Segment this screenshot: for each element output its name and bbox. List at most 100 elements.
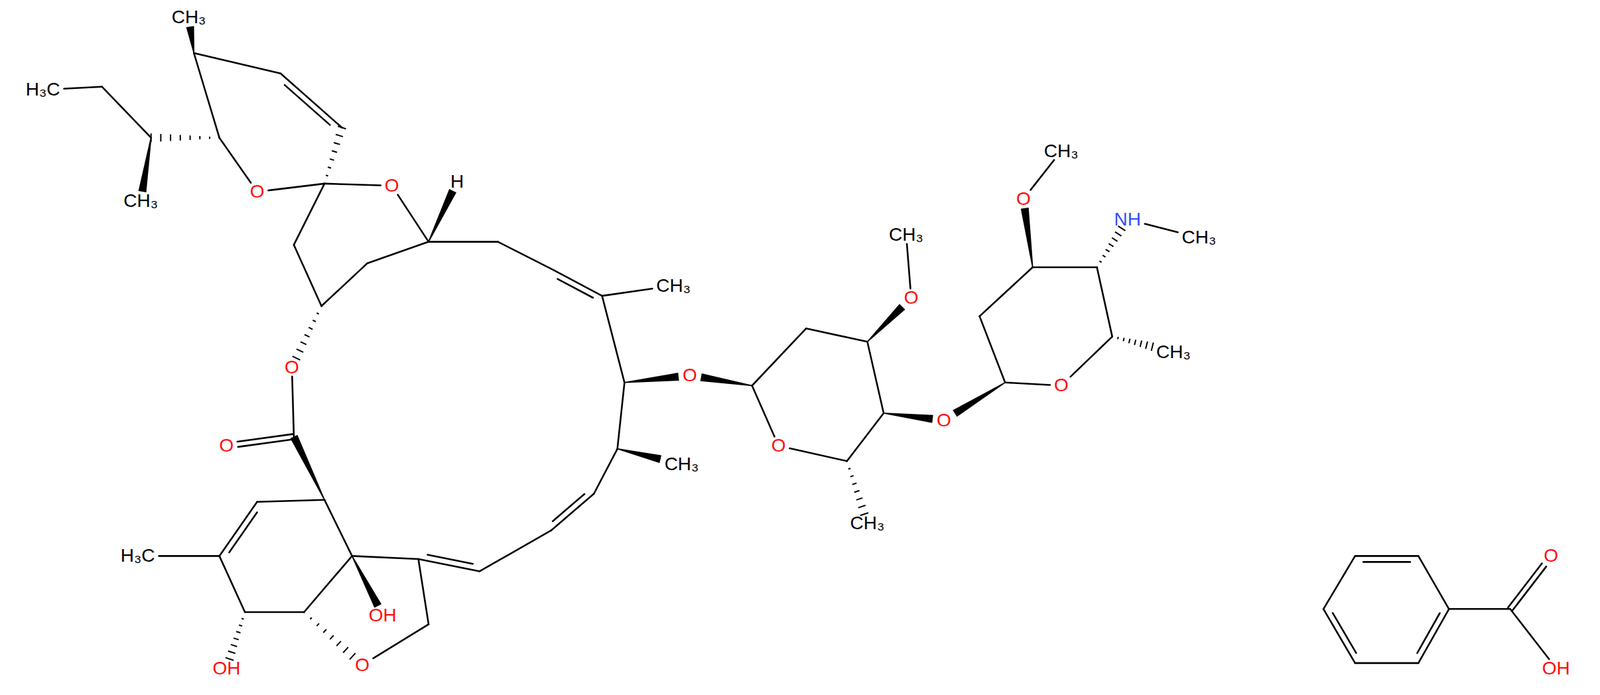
bond xyxy=(293,244,322,306)
hash-bond xyxy=(300,341,307,345)
bond xyxy=(790,448,848,462)
hash-bond xyxy=(208,136,211,140)
bond xyxy=(1416,613,1440,654)
hash-bond xyxy=(228,651,236,655)
bond xyxy=(324,500,353,557)
hash-bond xyxy=(312,320,316,322)
wedge-bond xyxy=(883,412,934,424)
hash-bond xyxy=(241,618,244,620)
bond xyxy=(1418,608,1449,664)
bond xyxy=(1448,608,1510,611)
bond xyxy=(229,512,258,553)
hash-bond xyxy=(296,348,304,353)
wedge-bond xyxy=(290,435,326,501)
hash-bond xyxy=(1134,339,1136,345)
atom-label: CH₃ xyxy=(656,276,691,296)
bond xyxy=(1323,608,1356,664)
hash-bond xyxy=(236,631,241,633)
hash-bond xyxy=(329,635,334,640)
hash-bond xyxy=(852,483,857,485)
bond xyxy=(268,183,326,191)
bond xyxy=(1030,159,1055,190)
bond xyxy=(1097,267,1113,337)
wedge-bond xyxy=(186,25,196,54)
bond xyxy=(752,328,807,386)
bond xyxy=(219,502,258,557)
hash-bond xyxy=(1145,341,1148,349)
bond xyxy=(1144,224,1179,233)
hash-bond xyxy=(1099,261,1102,263)
hash-bond xyxy=(179,135,182,141)
wedge-bond xyxy=(138,137,152,194)
hash-bond xyxy=(317,623,320,627)
hash-bond xyxy=(336,641,341,647)
hash-bond xyxy=(342,647,349,653)
hash-bond xyxy=(337,126,346,129)
bond xyxy=(1355,555,1419,558)
bond xyxy=(324,183,381,186)
bond xyxy=(193,53,219,138)
hash-bond xyxy=(317,313,320,315)
hash-bond xyxy=(230,644,237,647)
hash-bond xyxy=(1115,232,1122,237)
bond xyxy=(1355,662,1419,665)
atom-label: O xyxy=(250,182,265,201)
bond xyxy=(64,86,103,89)
bond xyxy=(418,559,429,625)
hash-bond xyxy=(329,159,334,161)
atom-label: CH₃ xyxy=(1156,342,1191,362)
atom-label: O xyxy=(1054,376,1069,395)
wedge-bond xyxy=(700,373,753,387)
atom-label: O xyxy=(384,176,400,196)
bond xyxy=(906,244,911,289)
atom-label: O xyxy=(904,288,919,308)
hash-bond xyxy=(1105,249,1110,253)
bond xyxy=(321,263,368,307)
atom-label: NH xyxy=(1114,210,1141,229)
bond xyxy=(159,555,220,558)
atom-label: O xyxy=(284,358,300,377)
bond xyxy=(293,183,325,245)
hash-bond xyxy=(325,175,328,176)
hash-bond xyxy=(1117,336,1120,339)
bond xyxy=(398,195,430,243)
hash-bond xyxy=(199,135,201,140)
hash-bond xyxy=(1109,243,1114,247)
hash-bond xyxy=(1123,337,1124,341)
hash-bond xyxy=(848,468,851,469)
atom-label: H xyxy=(450,172,464,192)
atom-label: OH xyxy=(368,606,397,625)
atom-label: OH xyxy=(1542,659,1571,678)
bond xyxy=(1332,612,1356,653)
atom-label: CH₃ xyxy=(123,191,158,211)
bond xyxy=(551,494,595,531)
bond xyxy=(479,530,552,572)
atom-label: OH xyxy=(212,659,241,678)
atom-label: O xyxy=(1016,189,1031,209)
bond xyxy=(291,376,294,438)
wedge-bond xyxy=(617,448,663,464)
hash-bond xyxy=(335,134,343,137)
bond xyxy=(553,270,602,297)
bond xyxy=(1363,561,1411,564)
bond xyxy=(1004,382,1051,386)
atom-label: H₃C xyxy=(25,80,61,99)
atom-label: CH₃ xyxy=(664,455,700,474)
bond xyxy=(427,555,473,565)
hash-bond xyxy=(1111,238,1118,242)
bond xyxy=(752,386,775,438)
bond xyxy=(1510,608,1550,660)
hash-bond xyxy=(304,334,310,338)
bond xyxy=(867,341,885,414)
hash-bond xyxy=(169,134,172,142)
bond xyxy=(1512,566,1547,611)
hash-bond xyxy=(1140,340,1142,348)
bond xyxy=(1418,555,1449,609)
bond xyxy=(352,555,419,560)
bond xyxy=(979,316,1006,383)
hash-bond xyxy=(310,617,312,620)
hash-bond xyxy=(349,653,356,661)
bond xyxy=(219,555,246,613)
bond xyxy=(1070,336,1113,377)
